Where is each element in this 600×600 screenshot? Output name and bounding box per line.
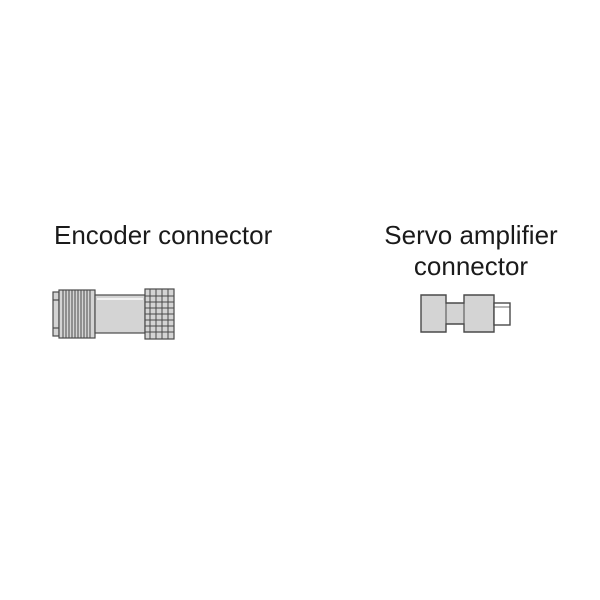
servo-label-line1: Servo amplifier	[384, 220, 558, 250]
servo-amplifier-connector-icon	[420, 294, 511, 333]
encoder-connector-icon	[52, 288, 175, 340]
servo-amplifier-connector-label: Servo amplifier connector	[373, 220, 569, 282]
servo-label-line2: connector	[413, 251, 529, 281]
encoder-connector-label: Encoder connector	[54, 220, 273, 250]
